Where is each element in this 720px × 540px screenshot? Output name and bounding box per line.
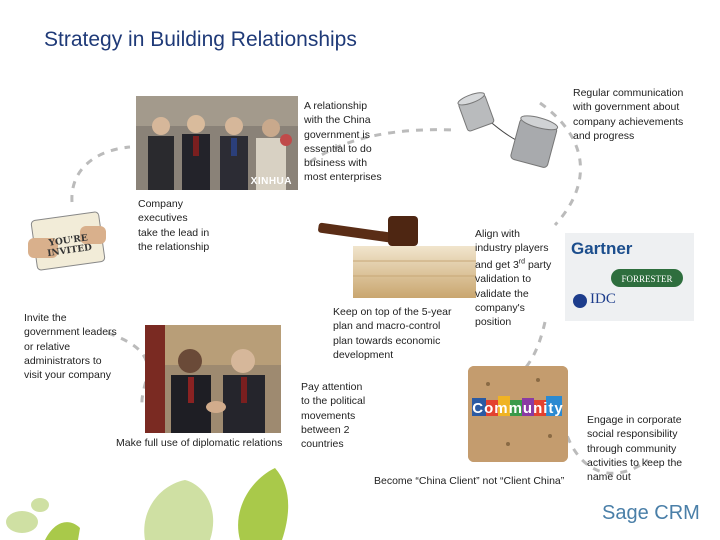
- invitation-card-image: YOU'RE INVITED: [28, 208, 108, 280]
- forrester-logo: FORRESTER: [611, 269, 683, 287]
- relationship-text: A relationship with the China government…: [304, 100, 382, 184]
- idc-logo-text: IDC: [590, 291, 616, 307]
- executives-photo: XINHUA: [136, 96, 298, 190]
- align-superscript-inline: rd: [518, 258, 526, 266]
- community-word: Community: [472, 400, 564, 417]
- plan-text: Keep on top of the 5-year plan and macro…: [333, 306, 452, 361]
- gartner-logo: Gartner: [571, 239, 633, 258]
- diplomatic-text: Make full use of diplomatic relations: [116, 437, 283, 449]
- executives-text: Company executives take the lead in the …: [138, 198, 210, 253]
- tin-can-phone-image: [448, 88, 566, 174]
- china-client-text: Become “China Client” not “Client China”: [374, 475, 565, 487]
- analyst-logos-panel: Gartner FORRESTER IDC: [565, 233, 694, 321]
- gavel-image: [318, 206, 476, 298]
- align-text: Align with industry players and get 3rd …: [475, 227, 557, 330]
- forrester-logo-text: FORRESTER: [621, 274, 673, 284]
- idc-logo: IDC: [573, 291, 623, 315]
- slide-title: Strategy in Building Relationships: [44, 28, 357, 51]
- communication-text: Regular communication with government ab…: [573, 87, 684, 142]
- handshake-photo: [145, 325, 281, 433]
- invite-text: Invite the government leaders or relativ…: [24, 312, 117, 382]
- sage-crm-logo: Sage CRM: [602, 502, 700, 524]
- community-image: Community: [468, 366, 568, 462]
- leaf-decoration: [6, 468, 289, 540]
- idc-globe-icon: [573, 294, 587, 308]
- align-text-content: Align with industry players and get 3rd …: [475, 228, 552, 329]
- political-text: Pay attention to the political movements…: [301, 381, 366, 451]
- xinhua-watermark: XINHUA: [250, 176, 292, 187]
- csr-text: Engage in corporate social responsibilit…: [587, 414, 683, 484]
